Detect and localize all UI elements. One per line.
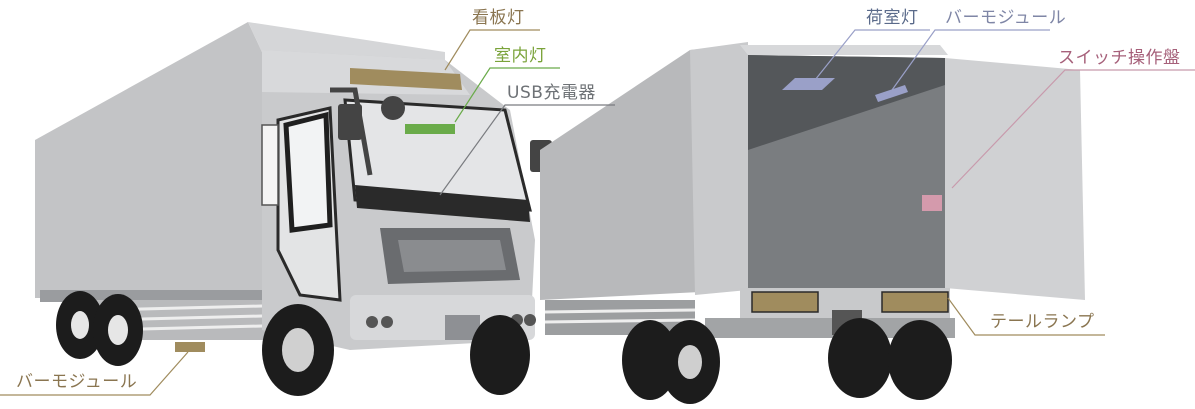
label-cargo-light: 荷室灯 [866,8,919,28]
tail-lamp-left [751,291,819,313]
leader-lines [0,29,1195,396]
rear-side-guard [545,300,695,335]
rear-truck-tire-4 [888,320,952,400]
leader-interior [454,67,560,123]
grille-inner [398,240,506,272]
leader-switch [951,69,1195,189]
cargo-box-top [248,22,445,60]
windshield-lower-band [355,185,530,222]
bar-module-front [175,342,205,352]
label-signboard-light: 看板灯 [472,8,525,28]
signboard-light [350,68,462,90]
label-switch-panel: スイッチ操作盤 [1058,48,1181,68]
rear-right-door [945,58,1085,300]
rear-box-top [740,45,948,55]
side-window [261,124,279,206]
rear-box-side [540,45,740,300]
front-hub [282,328,314,372]
leader-bar-rear [891,29,1050,91]
label-interior-light: 室内灯 [494,46,547,66]
rear-truck-hub-2 [678,345,702,379]
interior-light [405,124,455,134]
leader-usb [439,104,615,196]
headlight-left-1 [366,316,378,328]
headlight-right-2 [524,314,536,326]
cargo-light [782,78,835,90]
rear-left-door [690,42,748,295]
rear-hub-2 [108,315,128,345]
leader-tail [947,297,1105,336]
switch-panel [922,195,942,211]
mirror-top [381,96,405,120]
bar-module-rear [875,85,908,102]
leader-cargo [814,29,930,81]
cargo-box-side [35,22,262,298]
rear-hub-1 [71,311,89,339]
rear-bumper [705,318,955,338]
headlight-left-2 [381,316,393,328]
door-window [283,111,333,233]
label-bar-module-front: バーモジュール [16,372,138,392]
mirror-arm [330,87,373,176]
rear-truck [540,42,1085,404]
rear-guard-bars [544,308,696,324]
front-tire-right [470,315,530,395]
rear-truck-tire-3 [828,318,892,398]
label-tail-lamp: テールランプ [990,312,1095,332]
tail-lamp-right [881,291,949,313]
front-truck [35,22,552,396]
leader-signboard [444,29,540,71]
chassis-rail [40,290,270,302]
mirror-left [338,104,362,140]
label-bar-module-rear: バーモジュール [945,8,1067,28]
leader-bar-front [0,351,189,396]
windshield [343,98,532,212]
label-usb-charger: USB充電器 [507,83,596,103]
